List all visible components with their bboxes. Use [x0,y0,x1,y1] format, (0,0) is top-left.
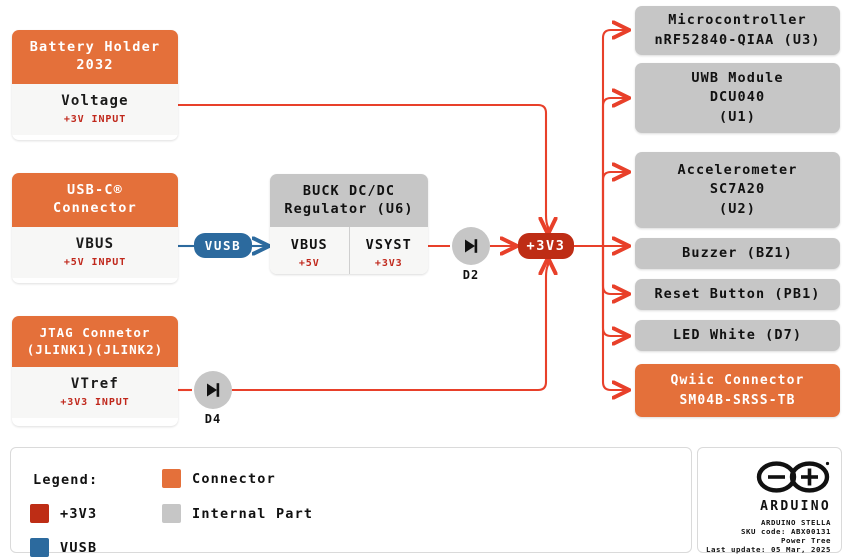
diode-glyph-icon [465,239,478,253]
legend-title: Legend: [33,472,99,488]
buck-vsyst-voltage: +3V3 [374,258,403,270]
jtag-body: VTref +3V3 INPUT [12,367,178,418]
legend-label-connector: Connector [192,470,276,487]
legend-label-3v3: +3V3 [60,505,98,522]
u2-line2: SC7A20 [709,181,766,198]
diode-d4-label: D4 [204,412,222,426]
jtag-header: JTAG Connetor (JLINK1)(JLINK2) [12,316,178,367]
load-block-buzzer: Buzzer (BZ1) [635,238,840,269]
battery-body: Voltage +3V INPUT [12,83,178,135]
buck-header: BUCK DC/DC Regulator (U6) [270,174,428,228]
u2-line3: (U2) [719,200,756,217]
legend-label-internal-part: Internal Part [192,505,314,522]
legend-label-vusb: VUSB [60,539,98,556]
vusb-label-text: VUSB [204,238,242,253]
d7-line1: LED White (D7) [672,326,803,343]
buck-regulator-block: BUCK DC/DC Regulator (U6) VBUS +5V VSYST… [270,174,428,274]
qwiic-line1: Qwiic Connector [670,373,805,388]
bz1-line1: Buzzer (BZ1) [682,244,793,261]
arduino-wordmark: ARDUINO [760,499,831,514]
source-block-battery: Battery Holder 2032 Voltage +3V INPUT [12,30,178,140]
diode-glyph-icon [207,383,220,397]
usbc-voltage-label: +5V INPUT [63,256,127,268]
usbc-header-line2: Connector [53,199,137,216]
u3-line2: nRF52840-QIAA (U3) [654,31,821,48]
load-block-reset-button: Reset Button (PB1) [635,279,840,310]
legend-item-internal-part: Internal Part [162,504,313,523]
u1-line2: DCU040 [709,89,766,106]
load-block-led-white: LED White (D7) [635,320,840,351]
diode-d4 [194,371,232,409]
footer-doc-type: Power Tree [781,536,831,545]
jtag-header-line1: JTAG Connetor [39,325,151,340]
legend-item-connector: Connector [162,469,276,488]
load-block-accelerometer: Accelerometer SC7A20 (U2) [635,152,840,228]
battery-header: Battery Holder 2032 [12,30,178,84]
buck-vbus-voltage: +5V [298,258,320,270]
net-label-vusb: VUSB [194,233,252,258]
arduino-infinity-logo-icon [756,461,830,493]
battery-header-line1: Battery Holder [29,39,161,55]
buck-rail-vbus: VBUS +5V [270,227,349,274]
diode-d2 [452,227,490,265]
jtag-voltage-label: +3V3 INPUT [60,397,130,408]
net-label-3v3: +3V3 [518,233,574,259]
usbc-rail-label: VBUS [75,235,115,252]
legend-swatch-vusb [30,538,49,557]
load-block-microcontroller: Microcontroller nRF52840-QIAA (U3) [635,6,840,55]
legend-item-vusb: VUSB [30,538,97,557]
battery-voltage-label: +3V INPUT [63,113,127,125]
footer-panel: ARDUINO ARDUINO STELLA SKU code: ABX0013… [697,447,842,554]
source-block-jtag: JTAG Connetor (JLINK1)(JLINK2) VTref +3V… [12,316,178,426]
legend-swatch-3v3 [30,504,49,523]
legend-panel: Legend: Connector +3V3 Internal Part VUS… [10,447,692,557]
usbc-body: VBUS +5V INPUT [12,226,178,278]
buck-header-line2: Regulator (U6) [284,201,414,218]
source-block-usbc: USB-C® Connector VBUS +5V INPUT [12,173,178,283]
qwiic-line2: SM04B-SRSS-TB [679,392,796,408]
legend-item-3v3: +3V3 [30,504,97,523]
footer-last-update: Last update: 05 Mar, 2025 [706,545,831,554]
diode-d2-label: D2 [462,268,480,282]
footer-product: ARDUINO STELLA [761,518,831,527]
battery-header-line2: 2032 [76,56,114,73]
jtag-header-line2: (JLINK1)(JLINK2) [26,341,164,357]
load-block-uwb-module: UWB Module DCU040 (U1) [635,63,840,133]
buck-rail-vsyst: VSYST +3V3 [348,227,429,274]
pb1-line1: Reset Button (PB1) [654,285,821,302]
legend-swatch-connector [162,469,181,488]
buck-vsyst-label: VSYST [365,237,412,254]
usbc-header: USB-C® Connector [12,173,178,227]
buck-rails: VBUS +5V VSYST +3V3 [270,227,428,274]
u3-line1: Microcontroller [668,11,807,28]
u1-line3: (U1) [719,108,756,125]
buck-header-line1: BUCK DC/DC [302,183,396,199]
u1-line1: UWB Module [691,69,784,86]
u2-line1: Accelerometer [677,161,798,178]
battery-rail-label: Voltage [61,92,129,109]
jtag-rail-label: VTref [70,376,120,392]
usbc-header-line1: USB-C® [67,182,123,198]
buck-vbus-label: VBUS [290,237,328,254]
footer-sku: SKU code: ABX00131 [741,527,831,536]
v3v3-label-text: +3V3 [526,238,566,254]
load-block-qwiic-connector: Qwiic Connector SM04B-SRSS-TB [635,364,840,417]
legend-swatch-internal-part [162,504,181,523]
